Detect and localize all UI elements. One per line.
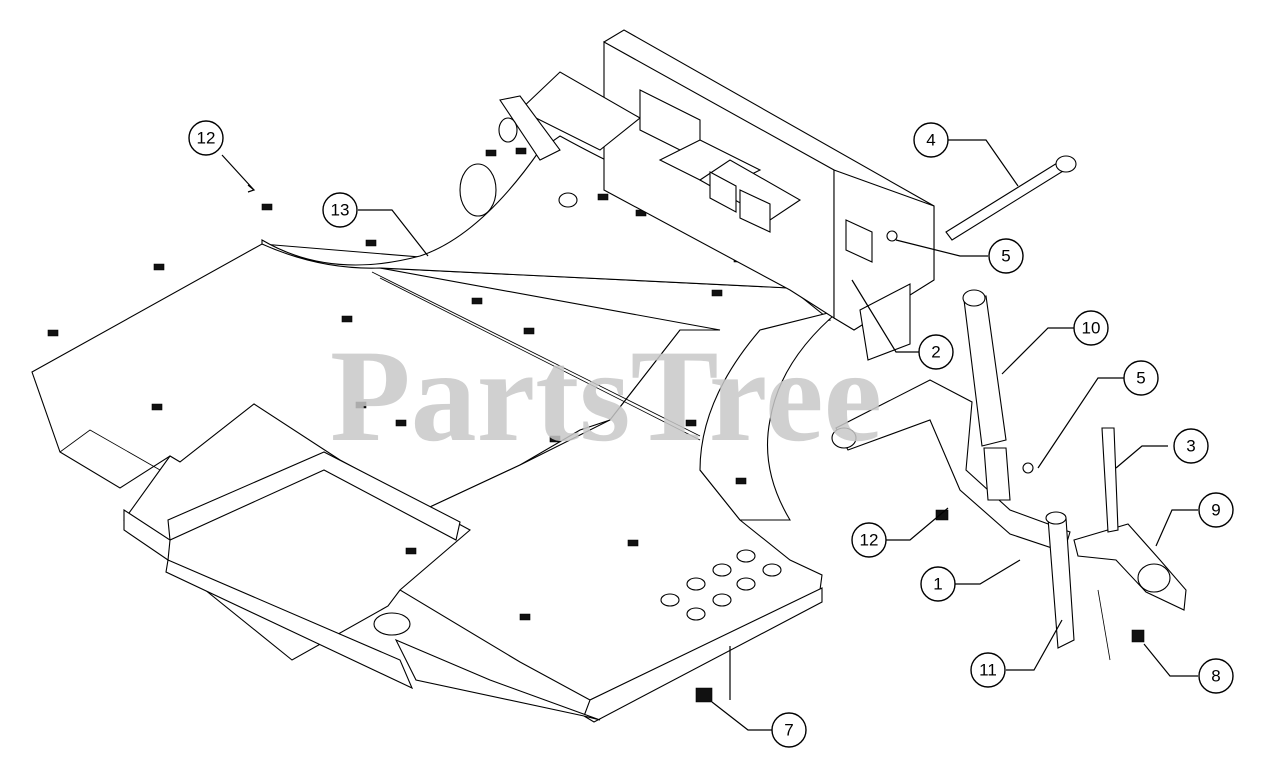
callout-2[interactable]: 2 [918, 334, 954, 370]
callout-label: 5 [1136, 369, 1145, 388]
callout-13[interactable]: 13 [322, 192, 358, 228]
callout-1[interactable]: 1 [920, 566, 956, 602]
callout-5-upper[interactable]: 5 [988, 238, 1024, 274]
callout-label: 2 [931, 343, 940, 362]
callout-4[interactable]: 4 [913, 122, 949, 158]
callout-label: 7 [784, 721, 793, 740]
callout-12[interactable]: 12 [188, 120, 224, 156]
callout-8[interactable]: 9 [1198, 492, 1234, 528]
callout-label: 5 [1001, 247, 1010, 266]
callout-label: 3 [1186, 437, 1195, 456]
rear-frame [459, 29, 935, 361]
callout-5-lower[interactable]: 5 [1123, 360, 1159, 396]
callout-label: 12 [197, 129, 216, 148]
callout-6[interactable]: 7 [771, 712, 807, 748]
floor-holes [373, 192, 782, 636]
callout-7[interactable]: 8 [1198, 658, 1234, 694]
callout-label: 12 [860, 531, 879, 550]
callout-label: 8 [1211, 667, 1220, 686]
watermark: PartsTree [330, 322, 882, 469]
callout-3[interactable]: 3 [1173, 428, 1209, 464]
callout-9[interactable]: 10 [1073, 310, 1109, 346]
callout-11[interactable]: 12 [851, 522, 887, 558]
floor-pan [31, 135, 841, 723]
callout-label: 1 [933, 575, 942, 594]
callout-label: 10 [1082, 319, 1101, 338]
callout-label: 4 [926, 131, 935, 150]
callout-10[interactable]: 11 [970, 652, 1006, 688]
leader-lines [221, 139, 1198, 731]
callout-label: 9 [1211, 501, 1220, 520]
callout-label: 11 [979, 661, 997, 680]
callout-label: 13 [331, 201, 350, 220]
